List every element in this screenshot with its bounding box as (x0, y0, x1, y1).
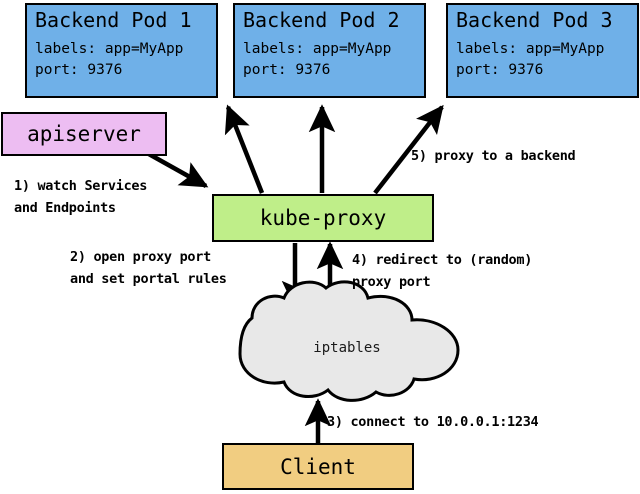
apiserver-box[interactable]: apiserver (1, 112, 167, 156)
backend-pod-3-port: port: 9376 (456, 62, 544, 78)
iptables-label: iptables (313, 340, 381, 356)
client-label: Client (280, 454, 356, 479)
backend-pod-3-box[interactable]: Backend Pod 3 labels: app=MyApp port: 93… (446, 3, 639, 98)
iptables-cloud (238, 280, 460, 402)
apiserver-label: apiserver (27, 122, 141, 146)
step-2-label-line1: 2) open proxy port (70, 249, 211, 265)
backend-pod-3-title: Backend Pod 3 (456, 8, 613, 32)
step-3-label: 3) connect to 10.0.0.1:1234 (327, 414, 539, 430)
step-1-label-line1: 1) watch Services (14, 178, 148, 194)
kube-proxy-label: kube-proxy (259, 206, 387, 230)
backend-pod-2-port: port: 9376 (243, 62, 331, 78)
backend-pod-3-labels: labels: app=MyApp (456, 41, 605, 57)
backend-pod-1-box[interactable]: Backend Pod 1 labels: app=MyApp port: 93… (25, 3, 218, 98)
backend-pod-2-labels: labels: app=MyApp (243, 41, 392, 57)
backend-pod-1-title: Backend Pod 1 (35, 8, 192, 32)
step-1-label-line2: and Endpoints (14, 200, 116, 216)
step-4-label-line1: 4) redirect to (random) (352, 252, 533, 268)
arrow-kubeproxy-to-pod3 (373, 104, 444, 195)
arrow-apiserver-to-kubeproxy (145, 151, 209, 188)
kube-proxy-box[interactable]: kube-proxy (212, 194, 434, 242)
backend-pod-2-title: Backend Pod 2 (243, 8, 400, 32)
backend-pod-2-box[interactable]: Backend Pod 2 labels: app=MyApp port: 93… (233, 3, 426, 98)
step-5-label: 5) proxy to a backend (411, 148, 576, 164)
step-2-label-line2: and set portal rules (70, 271, 227, 287)
step-4-label-line2: proxy port (352, 274, 431, 290)
backend-pod-1-labels: labels: app=MyApp (35, 41, 184, 57)
client-box[interactable]: Client (222, 443, 414, 490)
arrow-kubeproxy-to-pod1 (224, 104, 265, 194)
backend-pod-1-port: port: 9376 (35, 62, 123, 78)
